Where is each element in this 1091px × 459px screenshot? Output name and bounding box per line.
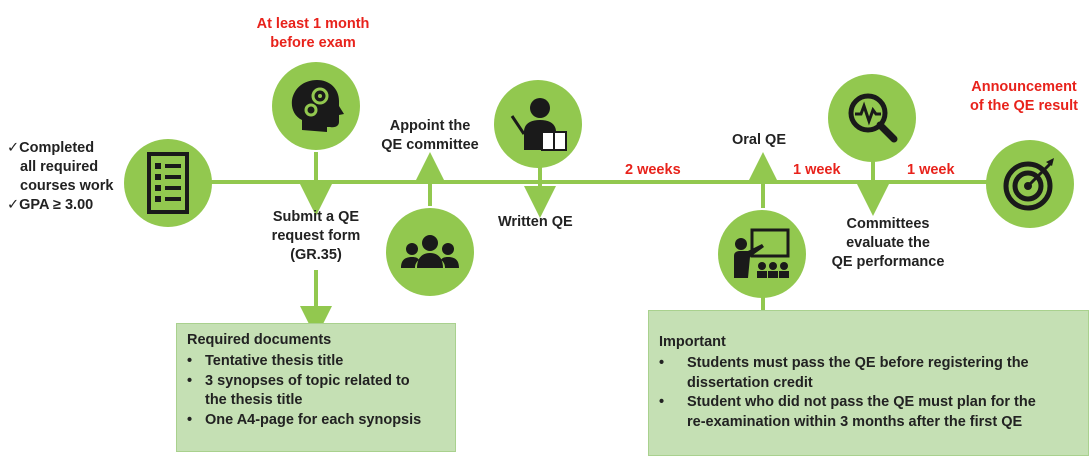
list-item: Students must pass the QE before registe… <box>659 354 1078 374</box>
prereq-gpa: ✓GPA ≥ 3.00 <box>7 197 94 213</box>
list-item: Student who did not pass the QE must pla… <box>659 393 1078 413</box>
written-exam-node <box>494 80 582 168</box>
duration-1-week-a: 1 week <box>793 162 841 178</box>
written-qe-label: Written QE <box>498 214 573 230</box>
committee-node <box>386 208 474 296</box>
duration-2-weeks: 2 weeks <box>625 162 681 178</box>
prereq-completed: ✓Completed <box>7 140 95 156</box>
appoint-committee: Appoint the QE committee <box>381 118 479 153</box>
important-title: Important <box>659 334 726 350</box>
list-item: 3 synopses of topic related to <box>187 372 445 392</box>
prerequisites: ✓Completed all required courses work ✓GP… <box>7 139 114 215</box>
committees-evaluate: Committees evaluate the QE performance <box>831 216 945 270</box>
prereq-courses: courses work <box>20 178 114 194</box>
presenter-icon <box>734 228 790 278</box>
checklist-icon <box>147 152 189 214</box>
checklist-node <box>124 139 212 227</box>
announcement-label: Announcement of the QE result <box>970 79 1078 114</box>
group-people-icon <box>401 235 459 268</box>
list-item-continuation: the thesis title <box>205 392 303 408</box>
magnifier-pulse-icon <box>848 93 898 143</box>
important-box: Important Students must pass the QE befo… <box>648 310 1089 456</box>
required-documents-list: Tentative thesis title 3 synopses of top… <box>187 352 445 430</box>
submit-qe-request: Submit a QE request form (GR.35) <box>271 209 361 263</box>
required-documents-box: Required documents Tentative thesis titl… <box>176 323 456 452</box>
required-documents-title: Required documents <box>187 332 332 348</box>
oral-qe-label: Oral QE <box>732 132 786 148</box>
target-icon <box>1003 158 1054 211</box>
result-node <box>986 140 1074 228</box>
list-item-continuation: re-examination within 3 months after the… <box>687 413 1023 430</box>
list-item: One A4-page for each synopsis <box>187 411 445 431</box>
important-list: Students must pass the QE before registe… <box>659 354 1078 432</box>
thinking-node <box>272 62 360 150</box>
list-item-continuation: dissertation credit <box>687 374 813 391</box>
head-gears-icon <box>291 80 344 132</box>
reading-person-icon <box>510 98 567 151</box>
prereq-required: all required <box>20 159 99 175</box>
duration-1-week-b: 1 week <box>907 162 955 178</box>
oral-exam-node <box>718 210 806 298</box>
evaluation-node <box>828 74 916 162</box>
list-item: Tentative thesis title <box>187 352 445 372</box>
timing-at-least-1-month: At least 1 month before exam <box>256 16 370 51</box>
